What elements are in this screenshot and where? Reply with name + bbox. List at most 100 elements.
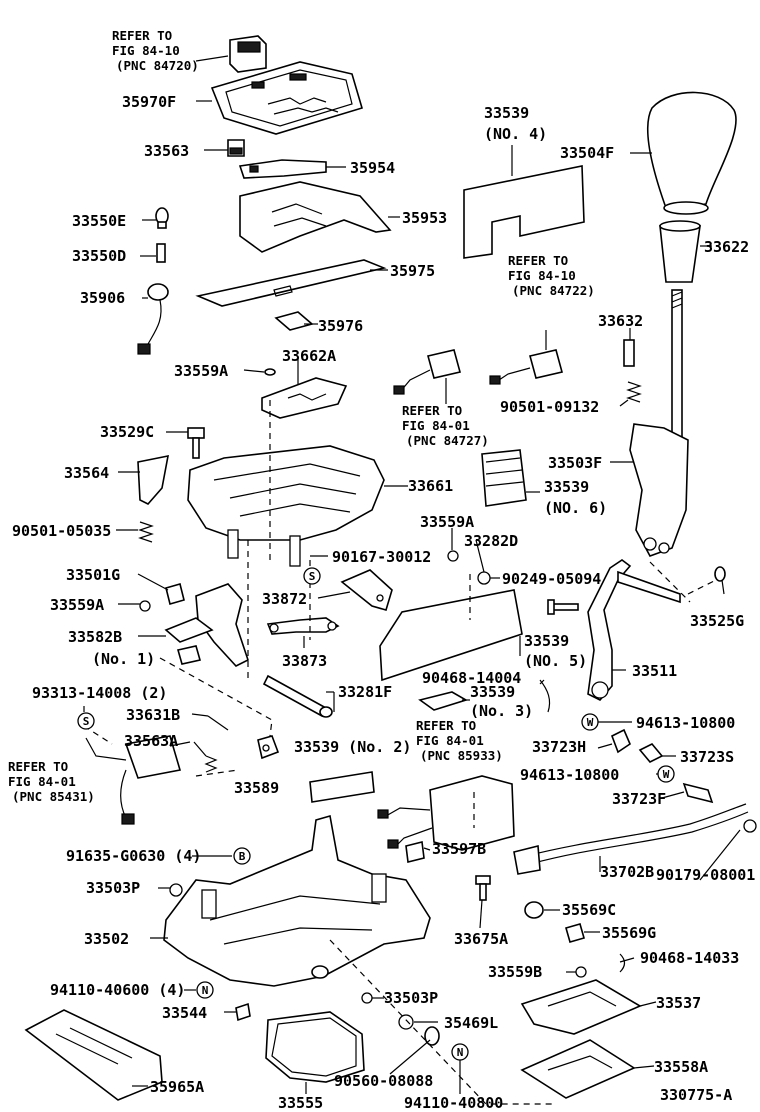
label-90468-14033: 90468-14033: [640, 949, 739, 967]
base-33502-drawing: [163, 814, 431, 987]
washer-33559a-drawing: [264, 368, 276, 376]
ref-note-84727: REFER TO FIG 84-01 (PNC 84727): [402, 403, 489, 448]
label-33539-no3: 33539: [470, 683, 515, 701]
label-35975: 35975: [390, 262, 435, 280]
label-35970f: 35970F: [122, 93, 176, 111]
lever-rod-drawing: [671, 289, 683, 441]
svg-text:N: N: [457, 1046, 464, 1059]
shift-body-33661-drawing: [187, 445, 385, 567]
symbol-s-icon: S: [77, 712, 95, 730]
clip-33563-drawing: [227, 139, 245, 157]
spring-33563a-drawing: [204, 755, 218, 773]
grommet-33503p-drawing: [169, 883, 373, 1004]
svg-text:FIG 84-01: FIG 84-01: [416, 733, 484, 748]
label-33589: 33589: [234, 779, 279, 797]
svg-text:REFER TO: REFER TO: [402, 403, 462, 418]
cover-35953-drawing: [239, 181, 392, 253]
svg-text:FIG 84-01: FIG 84-01: [402, 418, 470, 433]
label-33582b-sub: (No. 1): [92, 650, 155, 668]
label-33597b: 33597B: [432, 840, 486, 858]
symbol-n-icon: N: [451, 1043, 469, 1061]
svg-text:REFER TO: REFER TO: [508, 253, 568, 268]
label-33539-no5-sub: (NO. 5): [524, 652, 587, 670]
label-33873: 33873: [282, 652, 327, 670]
washer-33559a-c-drawing: [139, 600, 151, 612]
label-33582b: 33582B: [68, 628, 122, 646]
clip-33597b-drawing: [405, 841, 425, 863]
label-90501-09132: 90501-09132: [500, 398, 599, 416]
plate-33539-no4-drawing: [463, 165, 585, 259]
svg-text:S: S: [309, 570, 316, 583]
label-33550d: 33550D: [72, 247, 126, 265]
svg-text:(PNC 84720): (PNC 84720): [116, 58, 199, 73]
clip-90468-14033-drawing: [619, 953, 626, 973]
label-33555: 33555: [278, 1094, 323, 1112]
label-94613-10800-1: 94613-10800: [636, 714, 735, 732]
connector-84722-drawing: [489, 330, 563, 385]
cover-35965a-drawing: [24, 1009, 163, 1101]
label-33282d: 33282D: [464, 532, 518, 550]
connector-85933-drawing: [377, 775, 515, 851]
label-90249-05094: 90249-05094: [502, 570, 601, 588]
bushing-33501g-drawing: [165, 583, 185, 605]
label-33539-no5: 33539: [524, 632, 569, 650]
bushing-35569g-drawing: [565, 923, 585, 943]
solenoid-85431-drawing: [120, 735, 191, 825]
svg-text:W: W: [663, 768, 670, 781]
label-90167-30012: 90167-30012: [332, 548, 431, 566]
pin-33281f-drawing: [262, 674, 333, 718]
svg-text:REFER TO: REFER TO: [8, 759, 68, 774]
label-33559a-2: 33559A: [420, 513, 474, 531]
plate-33537-drawing: [520, 979, 642, 1035]
svg-text:W: W: [587, 716, 594, 729]
label-33662a: 33662A: [282, 347, 336, 365]
label-33537: 33537: [656, 994, 701, 1012]
washer-33559a-b-drawing: [447, 550, 459, 562]
washer-94613-drawing: [610, 728, 631, 754]
knob-33504f-drawing: [646, 91, 737, 215]
svg-text:N: N: [202, 984, 209, 997]
clip-90468-14004-drawing: [539, 679, 551, 713]
bushing-33723s-drawing: [638, 743, 664, 763]
label-33539-no3-sub: (No. 3): [470, 702, 533, 720]
label-33525g: 33525G: [690, 612, 744, 630]
bolt-33675a-drawing: [475, 875, 491, 901]
symbol-b-icon: B: [233, 847, 251, 865]
ref-note-84720: REFER TO FIG 84-10 (PNC 84720): [112, 28, 199, 73]
svg-text:FIG 84-10: FIG 84-10: [508, 268, 576, 283]
svg-text:REFER TO: REFER TO: [112, 28, 172, 43]
film-35975-drawing: [195, 259, 387, 307]
label-33550e: 33550E: [72, 212, 126, 230]
symbol-s-icon: S: [303, 567, 321, 585]
label-93313-14008: 93313-14008 (2): [32, 684, 167, 702]
label-90501-05035: 90501-05035: [12, 522, 111, 540]
plate-33539-no2-drawing: [309, 771, 375, 803]
grommet-35469l-drawing: [398, 1014, 414, 1030]
nut-90179-08001-drawing: [743, 819, 757, 833]
boot-33622-drawing: [659, 220, 701, 283]
leader-lines: [83, 55, 741, 1094]
svg-text:FIG 84-01: FIG 84-01: [8, 774, 76, 789]
label-35469l: 35469L: [444, 1014, 498, 1032]
label-35569g: 35569G: [602, 924, 656, 942]
label-33564: 33564: [64, 464, 109, 482]
plate-33662a-drawing: [261, 377, 348, 419]
wire-35906-drawing: [137, 283, 169, 355]
bulb-33550e-drawing: [155, 207, 169, 229]
svg-text:(PNC 85431): (PNC 85431): [12, 789, 95, 804]
clip-33525g-drawing: [714, 566, 726, 582]
plate-33558a-drawing: [520, 1039, 636, 1099]
label-35954: 35954: [350, 159, 395, 177]
label-33503p-2: 33503P: [384, 989, 438, 1007]
label-33622: 33622: [704, 238, 749, 256]
label-94613-10800-2: 94613-10800: [520, 766, 619, 784]
label-33559a-3: 33559A: [50, 596, 104, 614]
spring-90501-09132-drawing: [626, 381, 642, 403]
plate-35954-drawing: [238, 159, 327, 179]
svg-text:B: B: [239, 850, 246, 863]
socket-33550d-drawing: [156, 243, 166, 263]
label-35965a: 35965A: [150, 1078, 204, 1096]
cable-end-33723f-drawing: [682, 782, 714, 804]
pin-33632-drawing: [623, 339, 635, 367]
